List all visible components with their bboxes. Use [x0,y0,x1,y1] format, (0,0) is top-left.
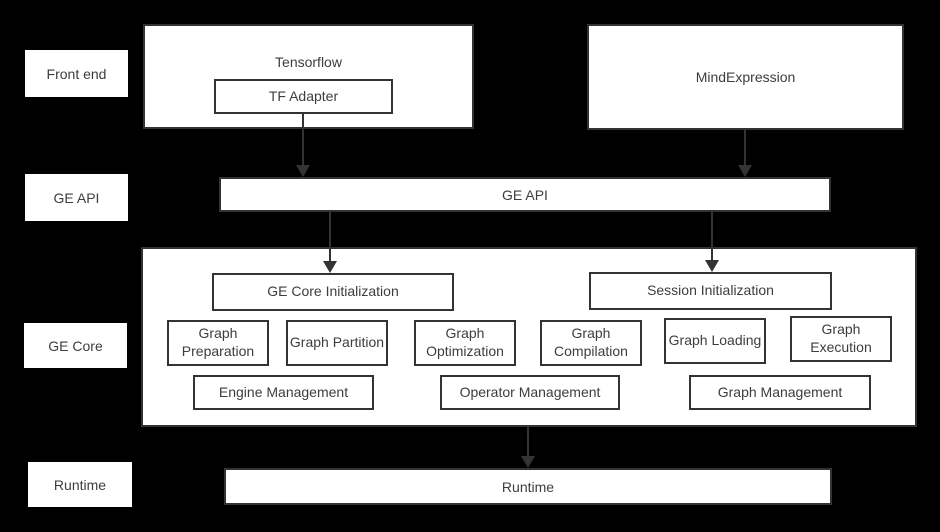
arrow-head-icon [521,456,535,468]
graph-management-box: Graph Management [689,375,871,410]
arrow-ge-core-to-runtime [521,427,535,468]
arrow-head-icon [296,165,310,177]
ge-api-bar-label: GE API [502,186,548,203]
row-label-ge-api: GE API [25,174,128,221]
arrow-head-icon [738,165,752,177]
graph-compilation-box: Graph Compilation [540,320,642,366]
arrow-head-icon [705,260,719,272]
graph-preparation-box: Graph Preparation [167,320,269,366]
tensorflow-label: Tensorflow [275,54,342,70]
arrow-stem [744,130,746,166]
arrow-mindexpression-to-ge-api [738,130,752,177]
arrow-stem [302,114,304,166]
row-label-front-end: Front end [25,50,128,97]
row-label-ge-api-text: GE API [53,189,100,206]
runtime-bar: Runtime [224,468,832,505]
graph-partition-box: Graph Partition [286,320,388,366]
arrow-tf-adapter-to-ge-api [296,114,310,177]
row-label-ge-core: GE Core [24,323,127,368]
row-label-ge-core-text: GE Core [48,337,103,354]
graph-execution-box: Graph Execution [790,316,892,362]
runtime-bar-label: Runtime [501,478,555,495]
ge-core-initialization-box: GE Core Initialization [212,273,454,311]
tf-adapter-box: TF Adapter [214,79,393,114]
arrow-stem [527,427,529,457]
mindexpression-label: MindExpression [695,69,796,85]
ge-core-box: GE Core Initialization Session Initializ… [141,247,917,427]
arrow-ge-api-to-session-initialization [705,212,719,272]
session-initialization-box: Session Initialization [589,272,832,310]
operator-management-box: Operator Management [440,375,620,410]
arrow-ge-api-to-ge-core-initialization [323,212,337,273]
arrow-stem [711,212,713,261]
arrow-head-icon [323,261,337,273]
tensorflow-box: Tensorflow TF Adapter [143,24,474,129]
row-label-runtime: Runtime [28,462,132,507]
row-label-runtime-text: Runtime [53,476,107,493]
mindexpression-box: MindExpression [587,24,904,130]
arrow-stem [329,212,331,262]
row-label-front-end-text: Front end [46,65,107,82]
graph-loading-box: Graph Loading [664,318,766,364]
graph-optimization-box: Graph Optimization [414,320,516,366]
engine-management-box: Engine Management [193,375,374,410]
ge-api-bar: GE API [219,177,831,212]
